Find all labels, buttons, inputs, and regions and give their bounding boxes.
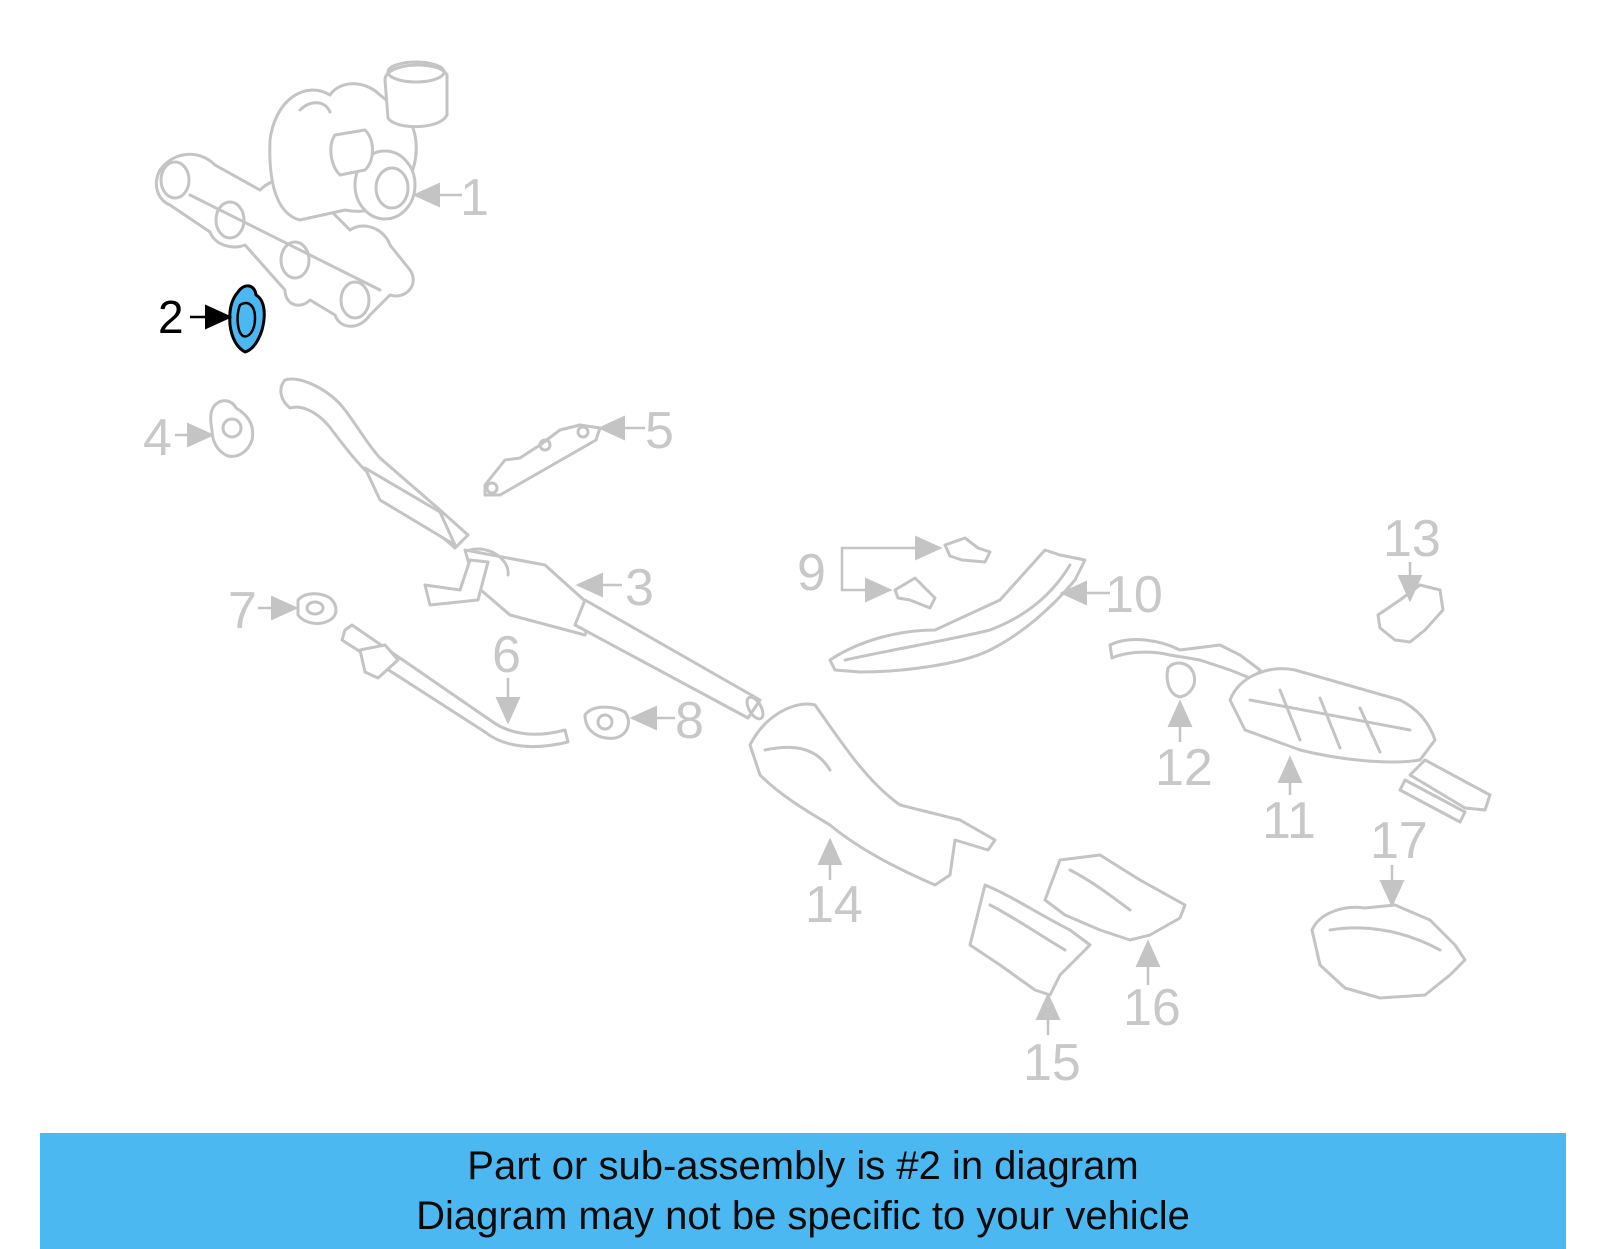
part-6-pipe <box>340 623 570 749</box>
callout-2-highlighted[interactable]: 2 <box>158 291 184 343</box>
part-8-hanger <box>583 705 630 740</box>
callout-4: 4 <box>143 409 172 467</box>
callout-labels: 1 2 3 4 5 6 7 8 9 10 11 12 13 14 15 16 1… <box>143 169 1441 1092</box>
part-15-heat-shield <box>968 883 1092 997</box>
callout-15: 15 <box>1023 1034 1081 1092</box>
callout-11: 11 <box>1262 792 1316 850</box>
callout-1: 1 <box>460 169 489 227</box>
callout-7: 7 <box>228 582 257 640</box>
callout-13: 13 <box>1383 510 1441 568</box>
callout-14: 14 <box>805 876 863 934</box>
part-16-heat-shield <box>1043 853 1187 942</box>
banner-line-1: Part or sub-assembly is #2 in diagram <box>467 1144 1139 1188</box>
banner-line-2: Diagram may not be specific to your vehi… <box>416 1194 1190 1238</box>
part-5-bracket <box>483 423 602 497</box>
part-12-hanger <box>1165 661 1196 699</box>
part-14-heat-shield <box>748 702 997 887</box>
callout-16: 16 <box>1123 979 1181 1037</box>
leader-lines <box>175 182 1423 1035</box>
part-10-heat-shield <box>828 548 1087 674</box>
part-2-gasket-highlighted[interactable] <box>228 284 266 354</box>
callout-8: 8 <box>675 692 704 750</box>
callout-9: 9 <box>797 544 826 602</box>
part-3-front-pipe-catalytic-converter <box>279 377 765 721</box>
callout-12: 12 <box>1155 739 1213 797</box>
info-banner: Part or sub-assembly is #2 in diagram Di… <box>40 1133 1566 1249</box>
part-11-rear-muffler <box>1108 638 1492 824</box>
part-17-shield <box>1310 903 1467 1000</box>
part-4-flange-gasket <box>209 399 255 458</box>
part-1-turbocharger-manifold <box>154 60 449 328</box>
callout-5: 5 <box>645 402 674 460</box>
part-9-brackets <box>893 536 992 610</box>
callout-6: 6 <box>492 626 521 684</box>
callout-17: 17 <box>1370 812 1428 870</box>
part-7-clamp <box>296 592 338 625</box>
callout-3: 3 <box>625 559 654 617</box>
callout-10: 10 <box>1105 566 1163 624</box>
